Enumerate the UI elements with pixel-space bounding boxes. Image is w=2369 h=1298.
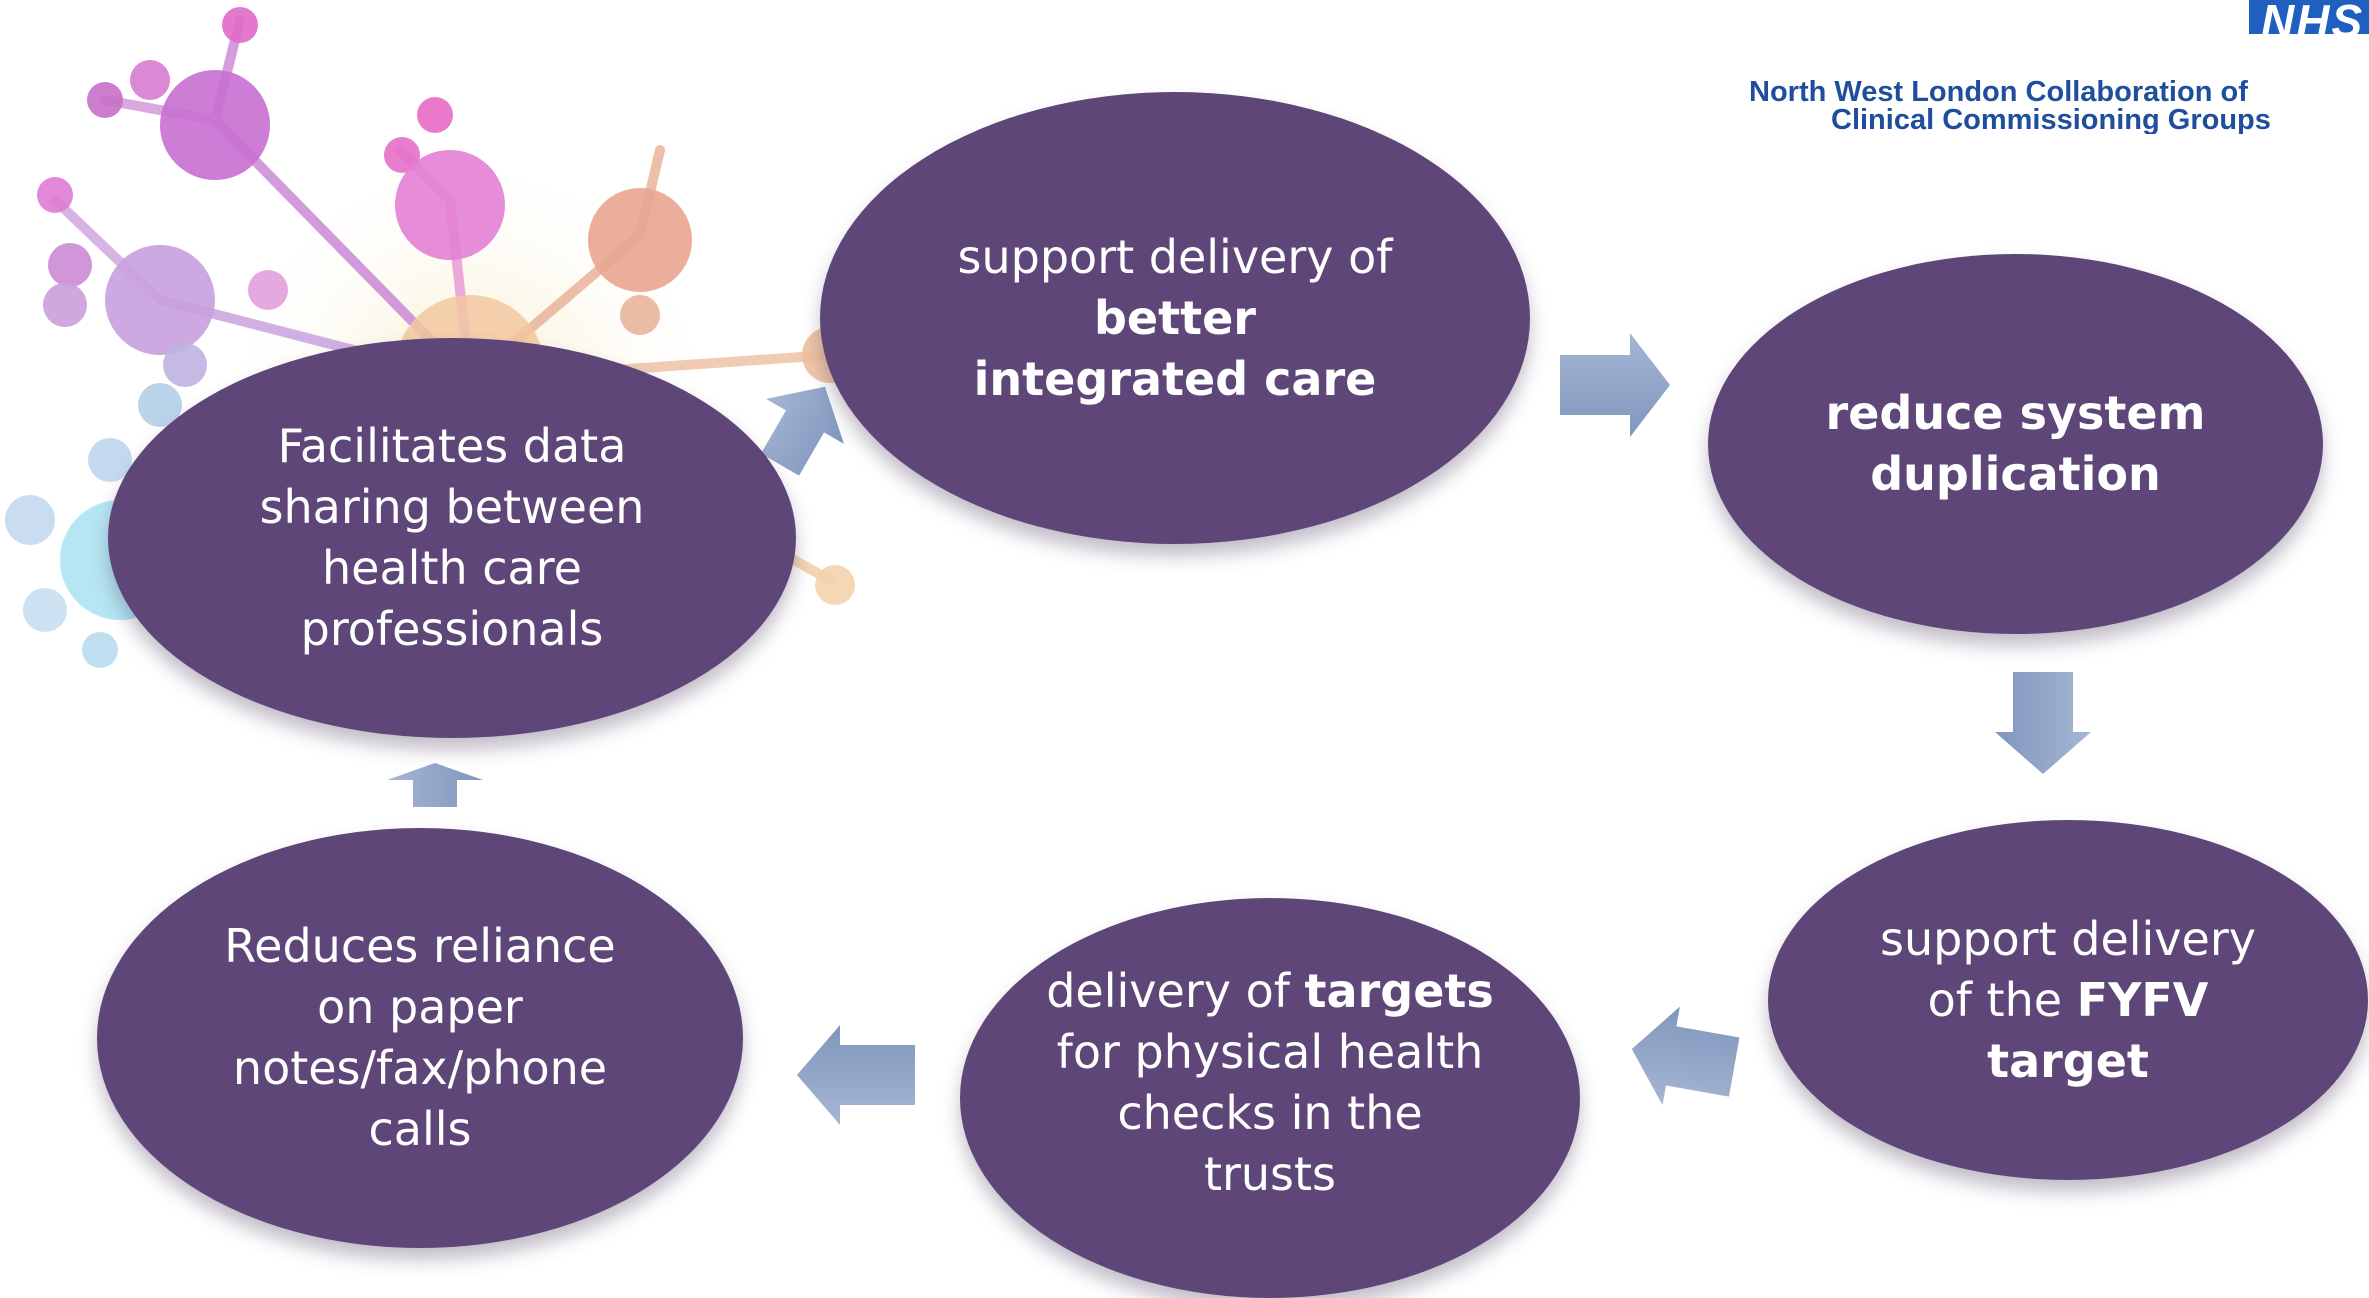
node-text-regular: delivery of [1046, 964, 1290, 1018]
arrow-icon [1631, 1006, 1740, 1106]
node-text-regular: Reduces reliance on paper notes/fax/phon… [224, 919, 616, 1156]
arrow-icon [797, 1025, 915, 1125]
node-text-regular: for physical health checks in the trusts [1056, 1025, 1484, 1201]
arrow-icon [1995, 672, 2091, 774]
organisation-name: North West London Collaboration of Clini… [1749, 78, 2369, 134]
node-text-regular: support delivery of [957, 229, 1393, 284]
node-physical-health-targets: delivery of targets for physical health … [960, 898, 1580, 1298]
node-fyfv-target: support delivery of the FYFV target [1768, 820, 2368, 1180]
node-reduces-reliance-on-paper: Reduces reliance on paper notes/fax/phon… [97, 828, 743, 1248]
node-better-integrated-care: support delivery of better integrated ca… [820, 92, 1530, 544]
organisation-name-line1: North West London Collaboration of [1749, 78, 2248, 108]
node-reduce-system-duplication: reduce system duplication [1708, 254, 2323, 634]
nhs-logo: NHS [2249, 0, 2369, 34]
node-text-regular: support delivery of the [1880, 911, 2256, 1027]
node-text-bold: better integrated care [973, 290, 1377, 406]
organisation-name-line2: Clinical Commissioning Groups [1831, 104, 2271, 135]
node-facilitates-data-sharing: Facilitates data sharing between health … [108, 338, 796, 738]
node-text-bold: targets [1304, 964, 1494, 1018]
node-text-bold: FYFV target [1987, 972, 2209, 1088]
node-text-bold: reduce system duplication [1825, 386, 2206, 501]
nhs-logo-text: NHS [2261, 0, 2365, 34]
arrow-icon [760, 386, 844, 476]
node-text-regular: Facilitates data sharing between health … [259, 419, 645, 656]
arrow-icon [1560, 333, 1670, 437]
arrow-icon [387, 763, 483, 807]
